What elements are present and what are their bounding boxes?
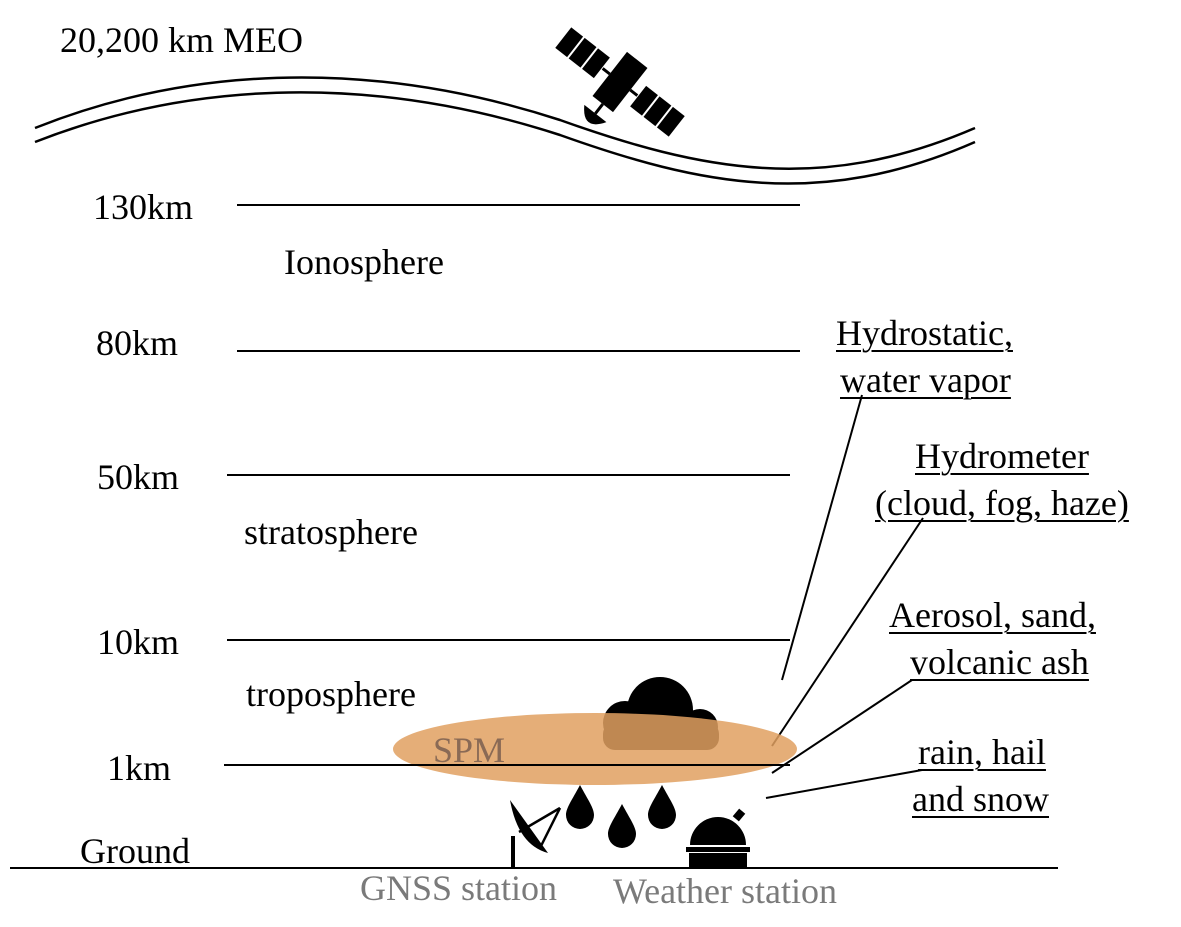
raindrop-icon [648, 785, 676, 829]
spm-label: SPM [433, 730, 506, 770]
raindrops [566, 785, 676, 848]
altitude-lines [227, 204, 800, 641]
altitude-1km: 1km [107, 748, 172, 788]
raindrop-icon [566, 785, 594, 829]
hydrometer-label-line1: Hydrometer [915, 436, 1089, 476]
hydrometer-label-line2: (cloud, fog, haze) [875, 483, 1129, 523]
orbit-path [34, 76, 976, 185]
weather-station-label: Weather station [613, 871, 838, 911]
orbit-label: 20,200 km MEO [60, 20, 303, 60]
leader-hydrostatic [781, 394, 863, 681]
altitude-80km: 80km [96, 323, 179, 363]
hydrostatic-label-line2: water vapor [840, 360, 1011, 400]
leader-aerosol [771, 679, 913, 774]
gnss-station-label: GNSS station [360, 868, 558, 908]
layer-stratosphere: stratosphere [244, 512, 418, 552]
altitude-130km: 130km [93, 187, 194, 227]
layer-troposphere: troposphere [246, 674, 416, 714]
satellite-dish-icon [510, 800, 562, 868]
leader-rain [765, 769, 923, 799]
aerosol-label-line2: volcanic ash [910, 642, 1089, 682]
leader-hydrometer [771, 517, 924, 747]
leader-lines [765, 394, 924, 799]
altitude-ground: Ground [80, 831, 190, 871]
rain-label-line2: and snow [912, 779, 1049, 819]
altitude-50km: 50km [97, 457, 180, 497]
altitude-10km: 10km [97, 622, 180, 662]
rain-label-line1: rain, hail [918, 732, 1046, 772]
layer-ionosphere: Ionosphere [284, 242, 444, 282]
spm-cloud [393, 713, 797, 785]
satellite-icon [555, 27, 685, 137]
observatory-icon [686, 808, 750, 869]
aerosol-label-line1: Aerosol, sand, [889, 595, 1096, 635]
raindrop-icon [608, 804, 636, 848]
hydrostatic-label-line1: Hydrostatic, [836, 313, 1013, 353]
